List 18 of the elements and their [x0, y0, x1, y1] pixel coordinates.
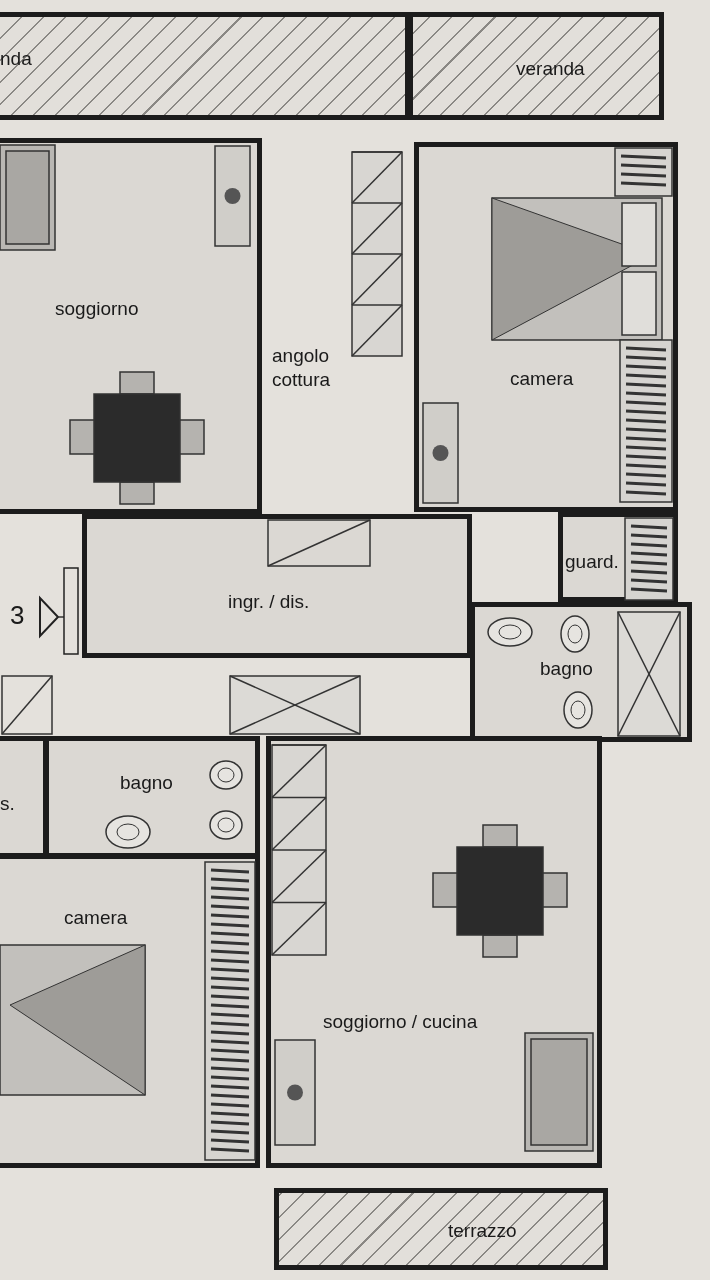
room-label: camera	[510, 368, 574, 390]
room-label: terrazzo	[448, 1220, 517, 1242]
room-label: guard.	[565, 551, 619, 573]
room-label: angolo cottura	[272, 344, 332, 392]
entrance-hall	[82, 514, 472, 658]
room-label: nda	[0, 48, 32, 70]
room-label: bagno	[120, 772, 173, 794]
room-label: ingr. / dis.	[228, 591, 310, 613]
room-label: bagno	[540, 658, 593, 680]
room-label: camera	[64, 907, 128, 929]
room-label: soggiorno / cucina	[323, 1011, 478, 1033]
room-label: soggiorno	[55, 298, 139, 320]
veranda-area	[408, 12, 664, 120]
apartment-number: 3	[10, 600, 25, 631]
veranda-area	[0, 12, 410, 120]
room-label: s.	[0, 793, 15, 815]
room-label: veranda	[516, 58, 585, 80]
terrace	[274, 1188, 608, 1270]
